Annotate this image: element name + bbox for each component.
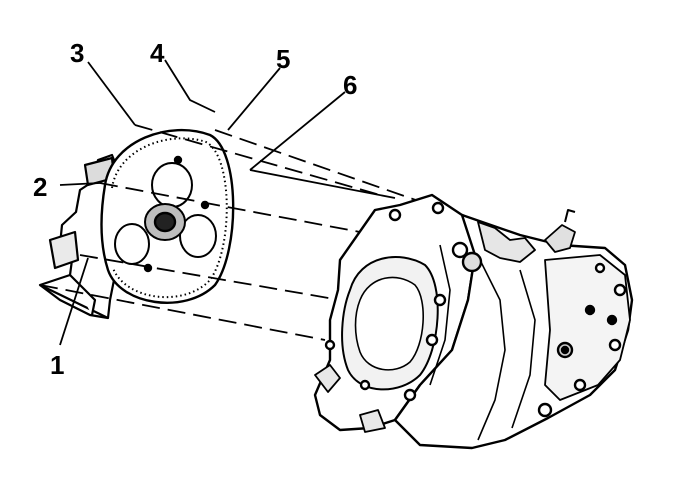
flexplate [100, 128, 235, 304]
engine-block [38, 153, 122, 320]
leader-lines [59, 59, 346, 346]
alignment-lines [39, 124, 431, 341]
callout-5: 5 [276, 44, 290, 74]
callout-2: 2 [33, 172, 47, 202]
transaxle [313, 193, 634, 450]
callout-4: 4 [150, 38, 165, 68]
callout-6: 6 [343, 70, 357, 100]
callout-1: 1 [50, 350, 64, 380]
callout-3: 3 [70, 38, 84, 68]
